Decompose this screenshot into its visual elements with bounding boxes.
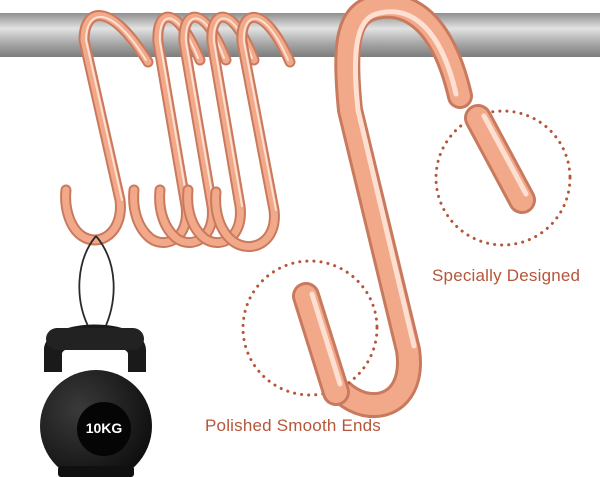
label-specially-designed: Specially Designed xyxy=(432,266,581,285)
zoomed-hook-tip-top xyxy=(464,104,536,214)
kettlebell xyxy=(40,324,152,477)
small-hooks-group xyxy=(60,10,296,252)
small-hook-1 xyxy=(60,10,154,246)
callout-polished-smooth-ends xyxy=(241,259,379,406)
small-hook-5 xyxy=(210,12,296,252)
zoomed-hook-tip-bottom xyxy=(292,282,350,406)
hanging-wire xyxy=(78,235,115,331)
kettlebell-weight-label: 10KG xyxy=(85,420,123,436)
label-polished-smooth-ends: Polished Smooth Ends xyxy=(205,416,381,435)
small-hook-2 xyxy=(128,11,206,248)
callout-specially-designed xyxy=(434,104,572,247)
